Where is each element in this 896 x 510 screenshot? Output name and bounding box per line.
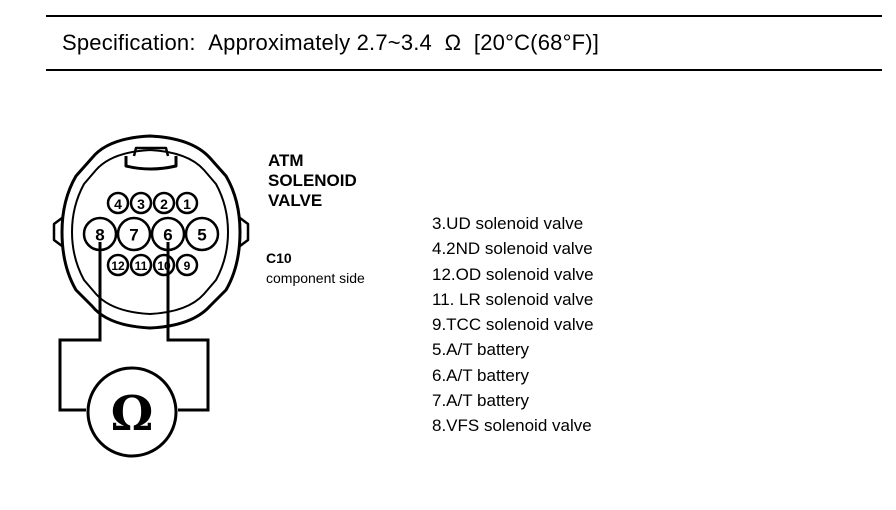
legend-item: 3.UD solenoid valve	[432, 214, 584, 233]
pin-label: 2	[160, 196, 168, 212]
probe-wires	[58, 242, 210, 412]
pin-label: 9	[184, 259, 191, 273]
pin-label: 12	[111, 259, 125, 273]
connector-code: C10	[266, 250, 292, 266]
pin-row-middle: 8 7 6 5	[82, 216, 220, 252]
spec-condition: [20°C(68°F)]	[473, 30, 600, 55]
pin-11-circle	[129, 253, 153, 277]
bottom-rule	[46, 69, 882, 71]
ohmmeter-circle	[86, 366, 178, 458]
pin-label: 5	[197, 226, 206, 245]
spec-label: Specification:	[62, 30, 196, 55]
pin-row-top: 4 3 2 1	[106, 191, 199, 215]
spec-value: Approximately 2.7~3.4	[208, 30, 432, 55]
legend-item: 4.2ND solenoid valve	[432, 239, 593, 259]
pin-label: 8	[95, 226, 104, 245]
spec-unit: Ω	[444, 30, 462, 55]
connector-side: component side	[266, 270, 365, 286]
connector-housing	[52, 134, 250, 330]
component-title: ATM SOLENOID VALVE	[268, 151, 357, 211]
pin-row-bottom: 12 11 10 9	[106, 253, 199, 277]
pin-3-circle	[129, 191, 153, 215]
legend-item: 9.TCC solenoid valve	[432, 315, 594, 335]
title-line: SOLENOID	[268, 171, 357, 190]
specification-line: Specification: Approximately 2.7~3.4 Ω […	[62, 30, 599, 56]
pin-7-circle	[116, 216, 152, 252]
legend-item: 5.A/T battery	[432, 340, 530, 360]
pin-label: 3	[137, 196, 145, 212]
pin-12-circle	[106, 253, 130, 277]
pin-label: 4	[114, 196, 122, 212]
legend-item: 12.OD solenoid valve	[432, 264, 594, 284]
title-line: ATM	[268, 151, 304, 170]
pin-1-circle	[175, 191, 199, 215]
legend-item: 6.A/T battery	[432, 365, 530, 385]
pin-label: 7	[129, 226, 138, 245]
ohm-icon: Ω	[111, 386, 154, 442]
ohmmeter: Ω	[86, 366, 178, 458]
pin-label: 6	[163, 226, 172, 245]
pin-4-circle	[106, 191, 130, 215]
pin-2-circle	[152, 191, 176, 215]
pin-5-circle	[184, 216, 220, 252]
pin-legend: 3.UD solenoid valve 4.2ND solenoid valve…	[432, 211, 594, 439]
title-line: VALVE	[268, 191, 323, 210]
pin-9-circle	[175, 253, 199, 277]
pin-label: 11	[135, 259, 148, 273]
pin-label: 1	[183, 196, 191, 212]
legend-item: 8.VFS solenoid valve	[432, 416, 592, 436]
legend-item: 11. LR solenoid valve	[432, 289, 594, 309]
legend-item: 7.A/T battery	[432, 391, 530, 411]
top-rule	[46, 15, 882, 17]
